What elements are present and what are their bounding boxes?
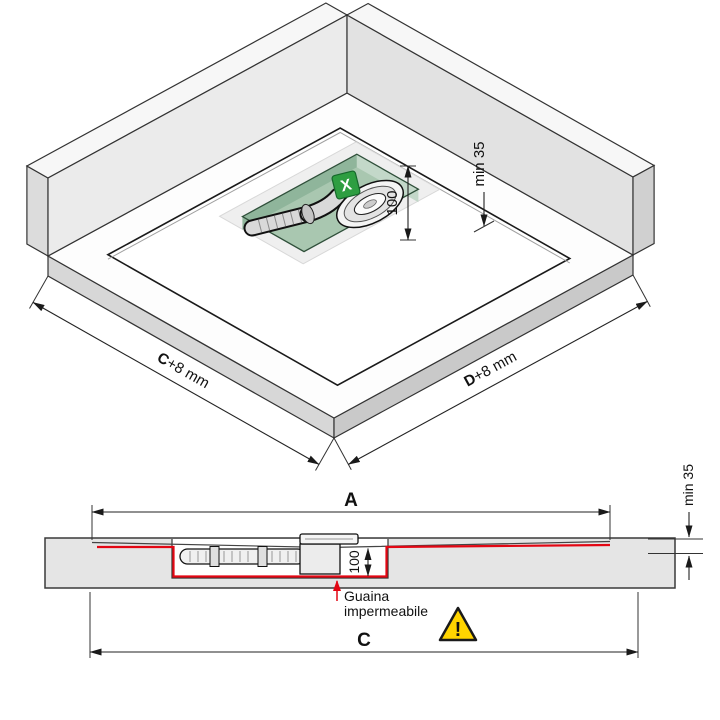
- waterproof-membrane: [97, 543, 611, 578]
- dim-c-label: C: [357, 630, 371, 651]
- membrane-label-line1: Guaina: [344, 588, 389, 604]
- warning-triangle: [438, 606, 478, 642]
- dim-a: A: [91, 490, 611, 540]
- membrane-label-line2: impermeabile: [344, 603, 428, 619]
- dim-100-section: 100: [346, 548, 372, 577]
- dim-min35-section-label: min 35: [680, 464, 696, 506]
- isometric-view: X 100 min 35 C+8 mm D+8 mm: [25, 2, 656, 471]
- dim-min35-section: min 35: [648, 464, 703, 580]
- pipe-coupling-1: [209, 546, 220, 567]
- corrugated-hose: [243, 205, 317, 237]
- x-marker-square: [331, 170, 361, 200]
- dim-a-label: A: [344, 490, 358, 511]
- drain-assembly: X: [243, 170, 404, 237]
- pipe-coupling-ring: [301, 203, 315, 225]
- dim-min35-iso-label: min 35: [471, 141, 488, 186]
- dim-min35-iso: min 35: [471, 141, 495, 233]
- warning-exclamation: !: [455, 619, 462, 641]
- drain-pocket-rim: [241, 153, 420, 253]
- dim-100-iso: 100: [384, 165, 416, 241]
- section-view: A C 100 min 35 Guaina impermeabile: [44, 464, 703, 658]
- x-marker-badge: X: [331, 170, 361, 200]
- warning-icon: !: [438, 606, 478, 642]
- tray-recess-depth-line: [107, 131, 571, 264]
- trap-body: [299, 543, 341, 575]
- drain-pocket-back-left-wall: [242, 154, 357, 230]
- walls: [25, 2, 656, 258]
- right-wall-end-face: [632, 164, 655, 257]
- dim-100-iso-label: 100: [384, 190, 401, 215]
- x-marker-letter: X: [339, 176, 354, 195]
- left-wall-end-face: [26, 164, 49, 258]
- horizontal-drain-pipe: [179, 548, 306, 565]
- pipe-corrugation: [189, 551, 297, 562]
- pipe-coupling-2: [257, 546, 268, 567]
- drain-trap-assembly: [179, 533, 359, 575]
- membrane-callout: Guaina impermeabile: [333, 580, 428, 619]
- elbow-pipe: [299, 187, 347, 225]
- dim-c: C: [89, 592, 639, 658]
- dim-100-section-label: 100: [346, 550, 362, 574]
